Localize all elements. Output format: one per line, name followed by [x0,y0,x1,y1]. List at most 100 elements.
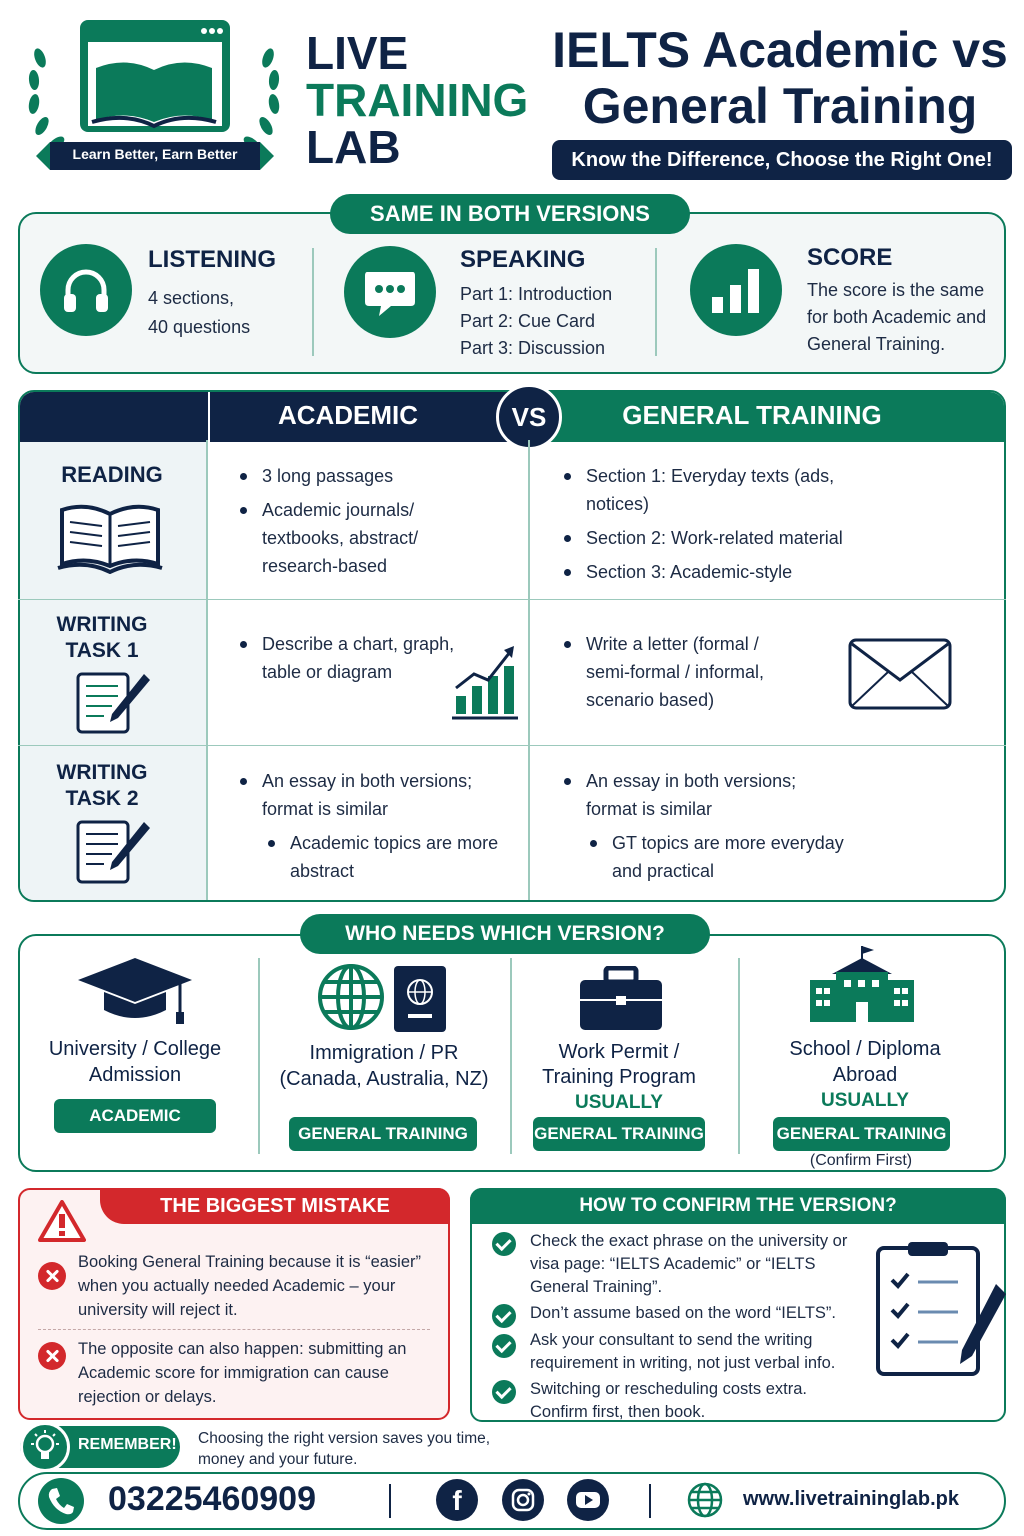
brand-name: LIVE TRAINING LAB [306,30,528,171]
listening-line: 4 sections, [148,288,235,308]
who-item-4-note: (Confirm First) [809,1152,913,1169]
bar-chart-icon [690,244,782,336]
briefcase-icon [578,965,664,1037]
who-usually: USUALLY [575,1092,663,1113]
youtube-icon[interactable] [567,1479,609,1521]
who-line: School / Diploma [789,1038,941,1060]
list-item: Section 2: Work-related material [560,524,880,552]
headphones-icon [40,244,132,336]
clipboard-icon [874,1240,1010,1385]
row-label-writing-task2: WRITING TASK 2 [8,760,196,812]
graduation-cap-icon [76,954,194,1033]
table-row-divider [18,599,1006,600]
score-line: for both Academic and [807,307,987,327]
task2-academic-sub: Academic topics are more abstract [264,829,514,891]
table-divider [528,440,530,900]
same-section [18,212,1006,374]
footer-divider [649,1484,651,1518]
who-item-4-tag: GENERAL TRAINING [773,1117,950,1151]
row-label-reading: READING [61,462,163,487]
who-line: Admission [88,1064,182,1086]
who-item-1-text: University / College Admission [30,1036,240,1088]
list-item: Academic journals/ textbooks, abstract/ … [236,496,492,580]
score-text: The score is the same for both Academic … [807,277,986,358]
facebook-icon[interactable]: f [436,1479,478,1521]
check-icon [492,1334,516,1358]
brand-name-line2: TRAINING [306,74,529,126]
instagram-icon[interactable] [502,1479,544,1521]
divider [258,958,260,1154]
x-icon [38,1342,66,1370]
task1-academic-list: Describe a chart, graph, table or diagra… [236,630,466,692]
listening-title: LISTENING [148,246,277,273]
score-title: SCORE [807,244,893,271]
globe-icon [316,962,386,1037]
list-item: Write a letter (formal / semi-formal / i… [560,630,800,714]
page-title-line1: IELTS Academic vs [552,22,1008,78]
divider [655,248,657,356]
who-line: Abroad [832,1064,898,1086]
header-navy [20,392,540,442]
list-item: Section 3: Academic-style [560,558,880,586]
logo-book-icon [28,20,280,170]
listening-line: 40 questions [148,317,251,337]
who-line: Immigration / PR [309,1042,459,1064]
confirm-heading: HOW TO CONFIRM THE VERSION? [470,1188,1006,1224]
mistake-item: The opposite can also happen: submitting… [78,1340,407,1406]
who-item-4-text: School / Diploma Abroad USUALLY [760,1036,970,1114]
open-book-icon [56,502,164,579]
mistake-panel [18,1188,450,1420]
task2-academic-list: An essay in both versions; format is sim… [236,767,512,829]
remember-line: money and your future. [198,1451,358,1468]
brand-tagline: Learn Better, Earn Better [72,146,238,162]
who-item-2-tag: GENERAL TRAINING [289,1117,477,1151]
list-item: GT topics are more everyday and practica… [586,829,866,885]
academic-header: ACADEMIC [277,400,419,430]
passport-icon [394,966,446,1037]
who-item-3-tag: GENERAL TRAINING [533,1117,705,1151]
phone-icon[interactable] [38,1478,84,1524]
row-label-line: WRITING [56,613,148,636]
lightbulb-icon [20,1422,70,1472]
list-item: Academic topics are more abstract [264,829,514,885]
speaking-text: Part 1: Introduction Part 2: Cue Card Pa… [460,281,612,362]
who-line: (Canada, Australia, NZ) [279,1068,489,1090]
website-link[interactable]: www.livetraininglab.pk [743,1488,959,1510]
score-line: The score is the same [807,280,985,300]
phone-number[interactable]: 03225460909 [108,1480,317,1518]
score-line: General Training. [807,334,946,354]
header-green [540,392,1004,442]
who-usually: USUALLY [821,1090,909,1111]
check-icon [492,1380,516,1404]
who-line: Work Permit / [558,1041,680,1063]
who-line: University / College [48,1038,222,1060]
speech-bubble-icon [344,246,436,338]
who-item-3-text: Work Permit / Training Program USUALLY [514,1040,724,1115]
list-item: An essay in both versions; format is sim… [236,767,512,823]
x-icon [38,1262,66,1290]
reading-academic-list: 3 long passages Academic journals/ textb… [236,462,492,586]
divider [312,248,314,356]
list-item: 3 long passages [236,462,492,490]
speaking-line: Part 3: Discussion [460,338,606,358]
mistake-divider [38,1329,430,1330]
page-subtitle: Know the Difference, Choose the Right On… [552,140,1012,180]
row-label-writing-task1: WRITING TASK 1 [8,612,196,664]
who-item-1-tag: ACADEMIC [54,1099,216,1133]
confirm-item: Ask your consultant to send the writing … [530,1331,836,1372]
warning-icon [38,1200,86,1247]
footer-divider [389,1484,391,1518]
envelope-icon [848,638,952,715]
remember-label: REMEMBER! [78,1436,177,1453]
comparison-table [18,390,1006,902]
header-divider [208,392,210,442]
logo: Learn Better, Earn Better [22,18,292,178]
table-row-divider [18,745,1006,746]
row-label-line: TASK 2 [65,787,139,810]
divider [510,958,512,1154]
same-heading: SAME IN BOTH VERSIONS [330,194,690,234]
mistake-heading: THE BIGGEST MISTAKE [100,1188,450,1224]
task2-general-sub: GT topics are more everyday and practica… [586,829,866,891]
confirm-item: Don’t assume based on the word “IELTS”. [530,1304,837,1322]
list-item: An essay in both versions; format is sim… [560,767,836,823]
